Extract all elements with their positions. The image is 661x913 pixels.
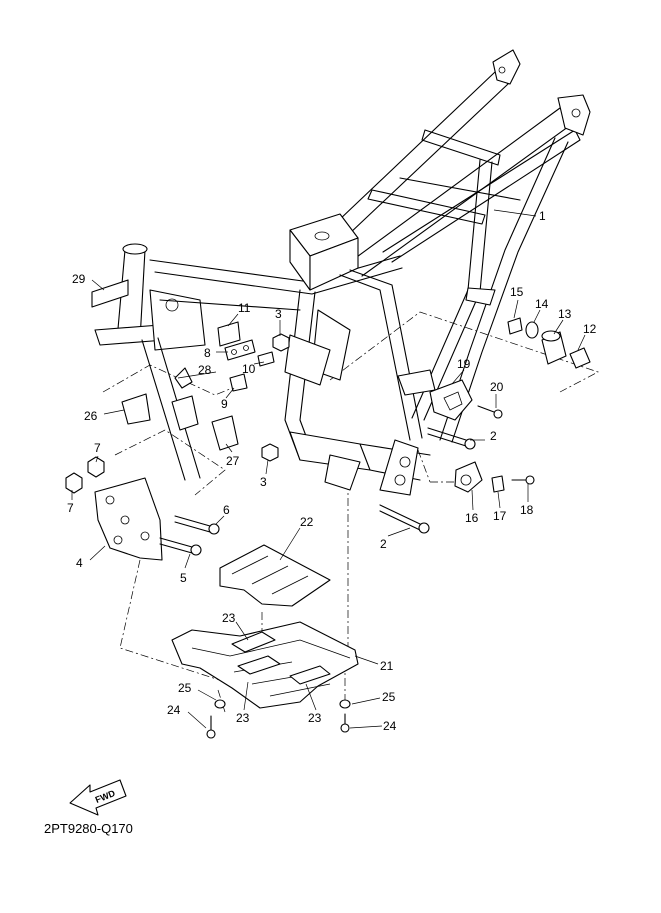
callout-29: 29 [72,272,86,286]
callout-15: 15 [510,285,524,299]
callout-14: 14 [535,297,549,311]
callout-26: 26 [84,409,98,423]
callout-20: 20 [490,380,504,394]
callout-23-upper: 23 [222,611,236,625]
callout-23-lower-left: 23 [236,711,250,725]
plate-22 [219,544,331,607]
main-frame [94,49,591,496]
nut-7-upper [87,456,105,478]
callout-13: 13 [558,307,572,321]
damper-16 [454,461,483,493]
fwd-arrow-icon: FWD [69,779,127,816]
bracket-4 [94,477,163,561]
callout-24-left: 24 [167,703,181,717]
callout-27: 27 [226,454,240,468]
callout-4: 4 [76,556,83,570]
callout-19: 19 [457,357,471,371]
callout-16: 16 [465,511,479,525]
callout-10: 10 [242,362,256,376]
callout-9: 9 [221,397,228,411]
callout-7-lower: 7 [67,501,74,515]
nut-7-lower [65,472,83,494]
callout-22: 22 [300,515,314,529]
callout-2-upper: 2 [490,429,497,443]
callout-21: 21 [380,659,394,673]
callout-24-right: 24 [383,719,397,733]
callout-2-lower: 2 [380,537,387,551]
callout-17: 17 [493,509,507,523]
callout-7-upper: 7 [94,441,101,455]
callout-18: 18 [520,503,534,517]
callout-25-left: 25 [178,681,192,695]
shield-19 [429,379,473,421]
callout-labels: 1 2 2 3 3 4 5 6 7 7 8 9 10 11 12 13 14 1… [67,209,597,733]
callout-12: 12 [583,322,597,336]
callout-6: 6 [223,503,230,517]
callout-8: 8 [204,346,211,360]
sticker-29 [91,279,129,308]
callout-25-right: 25 [382,690,396,704]
callout-3-lower: 3 [260,475,267,489]
callout-1: 1 [539,209,546,223]
leader-lines [71,209,586,729]
callout-3-upper: 3 [275,307,282,321]
diagram-code: 2PT9280-Q170 [44,821,133,836]
callout-28: 28 [198,363,212,377]
callout-11: 11 [238,301,251,315]
callout-23-lower-right: 23 [308,711,322,725]
callout-5: 5 [180,571,187,585]
hardware-parts [65,279,591,739]
